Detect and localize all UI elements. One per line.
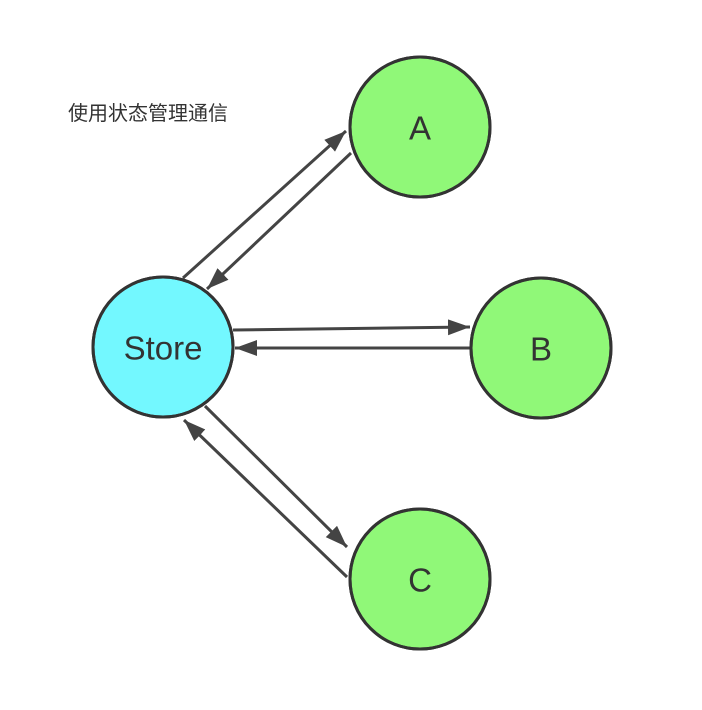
node-a-outline: [348, 55, 492, 199]
node-b-label: B: [530, 331, 552, 368]
node-c-outline: [348, 507, 492, 651]
arrow-c-to-store: [182, 418, 349, 579]
node-a: A: [348, 55, 492, 199]
node-c: C: [348, 507, 492, 651]
node-store-outline: [91, 275, 235, 419]
node-store-label: Store: [124, 330, 203, 367]
arrow-store-to-c: [203, 404, 349, 549]
arrow-store-to-a: [181, 129, 348, 280]
node-b: B: [469, 276, 613, 420]
node-b-outline: [469, 276, 613, 420]
node-a-label: A: [409, 110, 431, 147]
arrow-a-to-store: [205, 151, 353, 291]
node-store: Store: [91, 275, 235, 419]
arrow-store-to-b: [232, 319, 471, 336]
node-c-label: C: [408, 562, 432, 599]
diagram-title: 使用状态管理通信: [68, 101, 228, 125]
